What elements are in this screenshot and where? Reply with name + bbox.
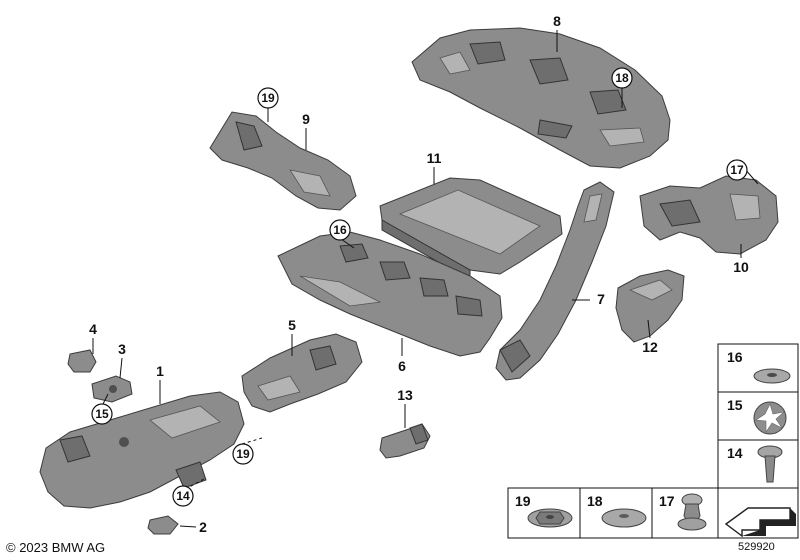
callout-1: 1: [156, 363, 164, 379]
callout-3: 3: [118, 341, 126, 357]
legend-17-label: 17: [659, 493, 675, 509]
part-11-floor-panel[interactable]: [379, 177, 563, 281]
star-clip-icon: [753, 401, 787, 435]
part-9-side-insulation[interactable]: [209, 111, 357, 211]
part-8-insulation-mat[interactable]: [411, 27, 671, 169]
direction-arrow-icon: [724, 507, 796, 538]
callout-13: 13: [397, 387, 413, 403]
callout-17: 17: [730, 163, 744, 177]
legend-19-label: 19: [515, 493, 531, 509]
callout-15: 15: [95, 407, 109, 421]
callout-7: 7: [597, 291, 605, 307]
callout-18: 18: [615, 71, 629, 85]
part-4-clip[interactable]: [67, 349, 97, 373]
legend-15-label: 15: [727, 397, 743, 413]
callout-4: 4: [89, 321, 97, 337]
callout-numbers: 8 9 11 6 7 10 12 5 1 4 3 2 13: [89, 13, 749, 535]
part-3-plate[interactable]: [91, 375, 133, 403]
push-nut-icon: [753, 368, 791, 384]
callout-16: 16: [333, 223, 347, 237]
fastener-legend-row: 19 18 17: [507, 487, 799, 539]
callout-5: 5: [288, 317, 296, 333]
part-7-side-trim[interactable]: [495, 181, 615, 381]
leader-lines: [92, 30, 759, 528]
callout-2: 2: [199, 519, 207, 535]
callout-19-bottom: 19: [236, 447, 250, 461]
fastener-legend-column: 16 15 14: [717, 343, 799, 489]
document-number: 529920: [738, 541, 775, 553]
callout-10: 10: [733, 259, 749, 275]
callout-11: 11: [427, 150, 442, 166]
hex-nut-icon: [527, 508, 573, 528]
plastic-rivet-icon: [677, 493, 707, 531]
legend-16-label: 16: [727, 349, 743, 365]
callout-6: 6: [398, 358, 406, 374]
part-5-tunnel-insulation[interactable]: [241, 333, 363, 413]
circled-callouts: 18 19 16 17 15 19 14: [91, 67, 748, 507]
part-10-wheel-arch-insulation[interactable]: [639, 175, 779, 255]
callout-12: 12: [642, 339, 658, 355]
copyright-text: © 2023 BMW AG: [6, 540, 106, 555]
rivet-icon: [757, 445, 783, 483]
callout-8: 8: [553, 13, 561, 29]
callout-14: 14: [176, 489, 190, 503]
part-2-plug[interactable]: [147, 515, 179, 535]
part-6-floor-insulation[interactable]: [277, 231, 503, 357]
disc-clip-icon: [601, 508, 647, 528]
part-13-bracket[interactable]: [379, 423, 431, 459]
part-1-front-insulation[interactable]: [39, 391, 245, 509]
callout-19-top: 19: [261, 91, 275, 105]
legend-18-label: 18: [587, 493, 603, 509]
part-12-pad[interactable]: [615, 269, 685, 343]
legend-14-label: 14: [727, 445, 743, 461]
callout-9: 9: [302, 111, 310, 127]
